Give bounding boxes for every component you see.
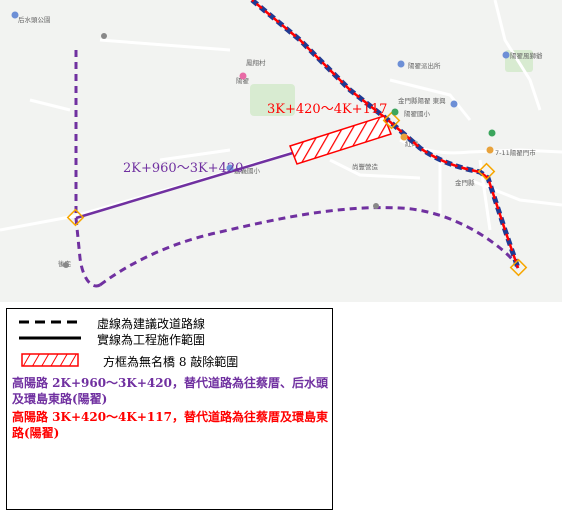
place-label: 嘉義國小 [234, 166, 261, 175]
place-label: 7-11陽翟門市 [495, 148, 536, 157]
map-minor-roads [0, 0, 562, 232]
poi-icon [239, 72, 247, 80]
place-label: 陽翟國小 [404, 109, 431, 118]
poi-icon [502, 51, 510, 59]
place-label: 陽翟風獅爺 [510, 51, 543, 60]
route-markers [66, 111, 528, 277]
solid-line-sample [19, 336, 81, 340]
place-label: 陽翟派出所 [408, 61, 441, 70]
poi-icon [450, 100, 458, 108]
place-label: 金門縣 [455, 178, 475, 187]
bridge-demolition-box [289, 115, 392, 165]
map-view[interactable]: 后水頭公園 陽翟 陽翟派出所 金門縣陽翟 東興 鳳翔村 陽翟國小 新厝 嘉義國小… [0, 0, 562, 302]
poi-icon [226, 164, 234, 172]
place-label: 后水頭公園 [18, 15, 51, 24]
poi-markers [11, 11, 510, 268]
poi-icon [391, 108, 399, 116]
legend-row-dashed: 虛線為建議改道路線 [7, 315, 332, 333]
construction-line-purple [75, 150, 297, 220]
detour-route-purple-south [99, 206, 520, 287]
legend-box-label: 方框為無名橋 8 敲除範圍 [103, 355, 239, 369]
legend-dashed-label: 虛線為建議改道路線 [97, 317, 206, 331]
poi-icon [400, 133, 408, 141]
legend-solid-label: 實線為工程施作範圍 [97, 333, 206, 347]
hatched-box-sample [21, 353, 79, 367]
legend-panel: 虛線為建議改道路線 實線為工程施作範圍 方框為無名橋 8 敲除範圍 高陽路 2K… [6, 308, 333, 510]
legend-desc-purple: 高陽路 2K+960～3K+420，替代道路為往蔡厝、后水頭及環島東路(陽翟) [12, 376, 328, 406]
poi-icon [63, 262, 69, 268]
dashed-line-sample [19, 320, 81, 324]
legend-row-solid: 實線為工程施作範圍 [7, 331, 332, 349]
legend-desc-red: 高陽路 3K+420～4K+117，替代道路為往蔡厝及環島東路(陽翟) [12, 410, 328, 440]
place-label: 陽翟 [236, 76, 249, 85]
place-label: 鳳翔村 [246, 58, 266, 67]
legend-row-box: 方框為無名橋 8 敲除範圍 [7, 353, 332, 371]
segment-label-red: 3K+420～4K+117 [267, 102, 387, 117]
poi-icon [11, 11, 19, 19]
detour-route-purple-west [74, 50, 101, 288]
segment-label-purple: 2K+960～3K+420 [123, 161, 243, 176]
place-label: 金門縣陽翟 東興 [398, 96, 446, 105]
detour-route-red-overlay [251, 0, 520, 269]
map-green-areas [250, 50, 533, 116]
place-label: 尚豐營造 [352, 162, 379, 171]
poi-icon [488, 129, 496, 137]
poi-icon [373, 203, 379, 209]
poi-icon [486, 146, 494, 154]
poi-icon [397, 60, 405, 68]
poi-icon [101, 33, 107, 39]
